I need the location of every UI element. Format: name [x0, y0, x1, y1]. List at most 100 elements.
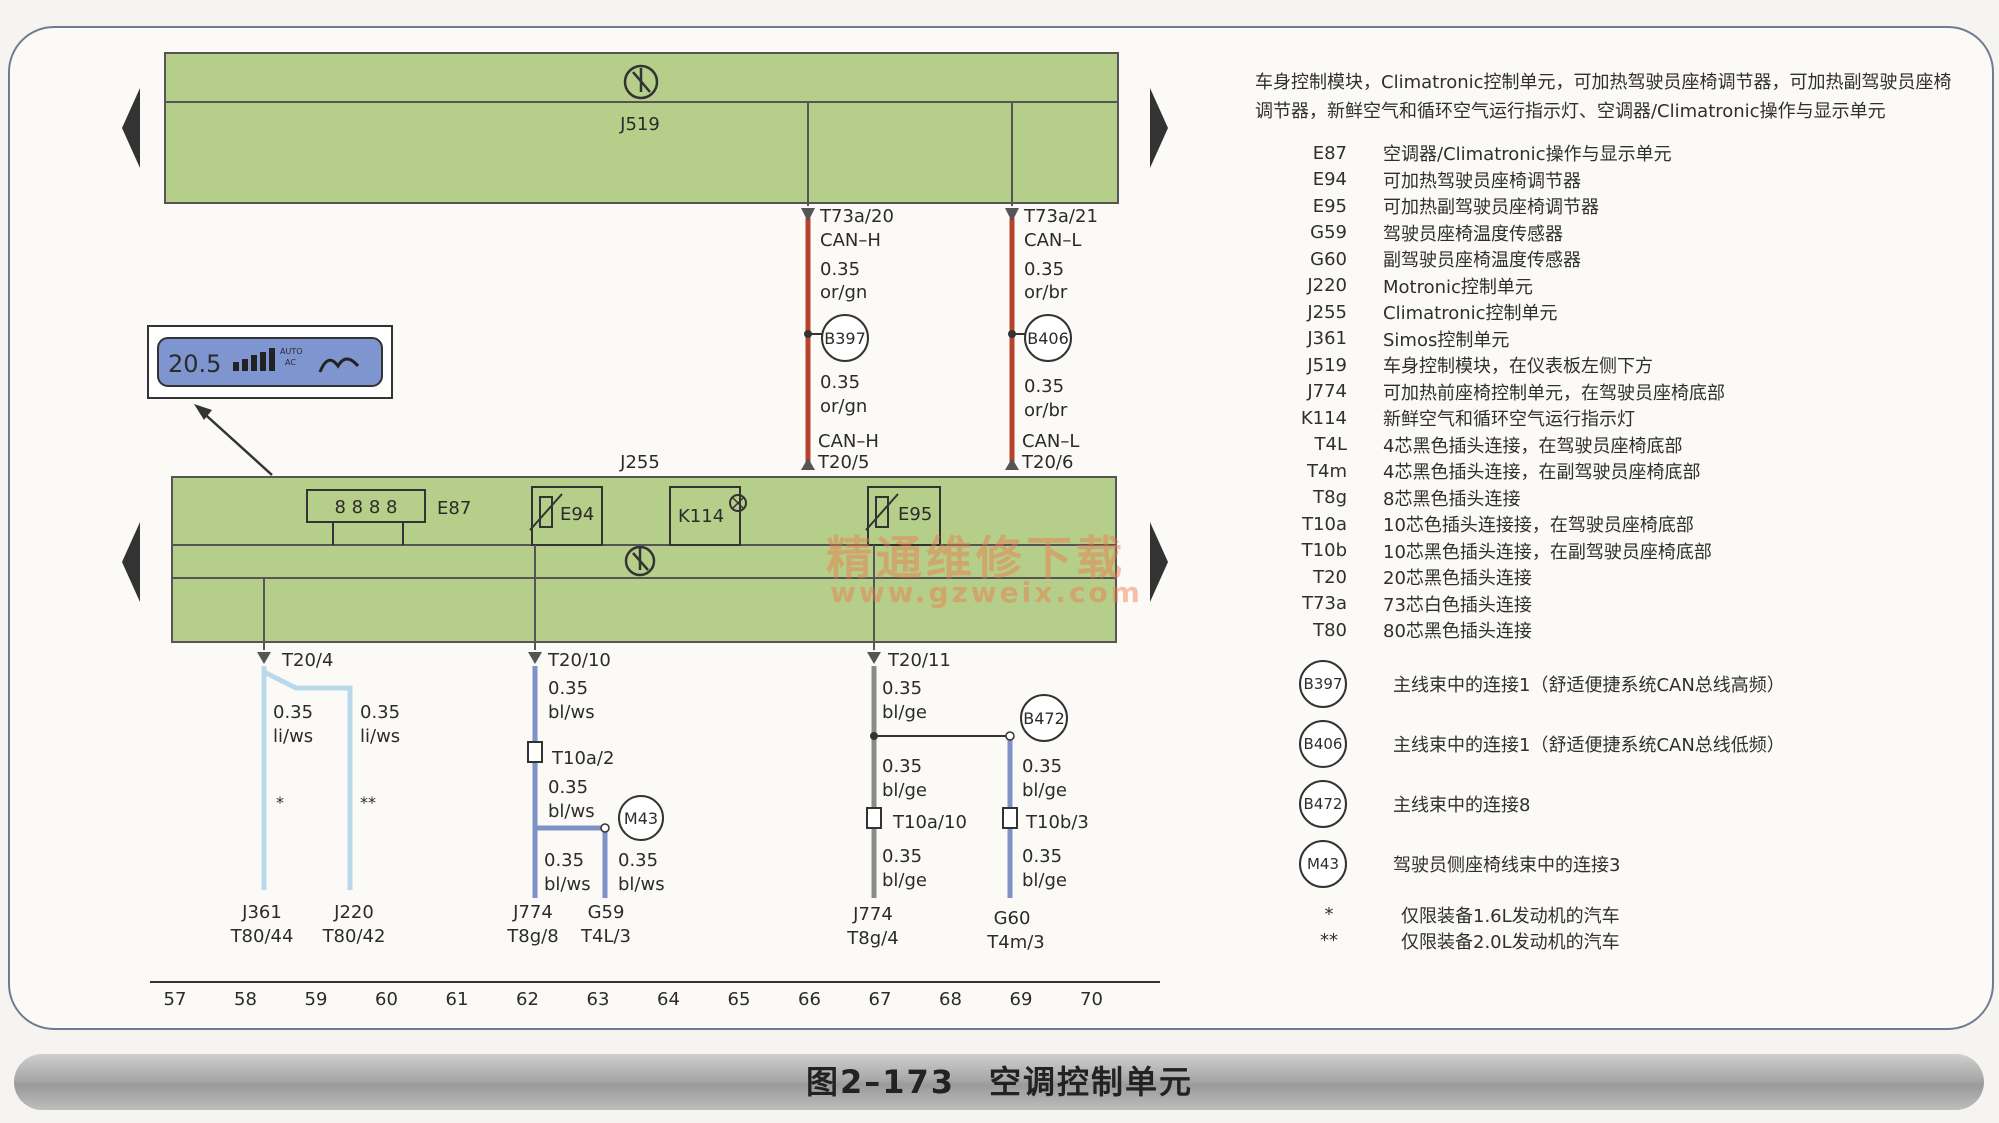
- e95-box: [867, 486, 941, 546]
- connector-t10b-3: T10b/3: [1025, 812, 1089, 833]
- climatronic-display: 20.5 AUTO AC: [147, 325, 393, 476]
- can-l-color-bottom: or/br: [1024, 400, 1068, 421]
- scale-label: 70: [1080, 989, 1103, 1010]
- legend-note-text: 仅限装备1.6L发动机的汽车: [1401, 905, 1620, 927]
- end-g59-pin: T4L/3: [580, 926, 631, 947]
- t20-11-color-4: bl/ge: [1022, 780, 1067, 801]
- end-g59: G59: [588, 902, 625, 923]
- end-j774-b-pin: T8g/4: [846, 928, 898, 949]
- module-j519-label: J519: [619, 114, 660, 135]
- scale-label: 62: [516, 989, 539, 1010]
- legend-item-text: 空调器/Climatronic操作与显示单元: [1383, 144, 1672, 166]
- scale-label: 61: [446, 989, 469, 1010]
- wire-can-l: B406 T73a/21 CAN–L 0.35 or/br 0.35 or/br…: [1005, 102, 1098, 473]
- end-g60: G60: [994, 908, 1031, 929]
- t20-4-gauge-b: 0.35: [360, 702, 400, 723]
- end-j361-pin: T80/44: [230, 926, 294, 947]
- legend-connection-code: B397: [1299, 659, 1347, 708]
- legend-connection-text: 主线束中的连接1（舒适便捷系统CAN总线低频）: [1393, 734, 1785, 756]
- t20-4-pin: T20/4: [281, 650, 333, 671]
- legend-connection-code: B472: [1299, 779, 1347, 828]
- ground-symbol-bottom-icon: [624, 545, 656, 577]
- legend: 车身控制模块，Climatronic控制单元，可加热驾驶员座椅调节器，可加热副驾…: [1255, 68, 1955, 954]
- legend-item-code: J361: [1307, 328, 1347, 350]
- end-j774-a: J774: [512, 902, 553, 923]
- legend-item: G60 副驾驶员座椅温度传感器: [1255, 246, 1955, 273]
- can-l-gauge-bottom: 0.35: [1024, 376, 1064, 397]
- scale-label: 67: [869, 989, 892, 1010]
- legend-connection: B472 主线束中的连接8: [1255, 774, 1955, 834]
- can-l-gauge-top: 0.35: [1024, 259, 1064, 280]
- can-h-pin-top: T73a/20: [819, 206, 894, 227]
- end-j220-pin: T80/42: [322, 926, 386, 947]
- legend-item-code: T4m: [1307, 460, 1347, 482]
- legend-item-text: 8芯黑色插头连接: [1383, 488, 1521, 510]
- e95-label: E95: [898, 504, 932, 525]
- can-h-signal-top: CAN–H: [820, 230, 881, 251]
- legend-connection-text: 主线束中的连接8: [1393, 794, 1531, 816]
- connector-t10a-2: T10a/2: [551, 748, 614, 769]
- fan-bars-icon: [269, 348, 275, 371]
- scale-label: 64: [657, 989, 680, 1010]
- legend-note-mark: *: [1324, 904, 1334, 925]
- can-l-pin-top: T73a/21: [1023, 206, 1098, 227]
- ground-symbol-icon: [623, 64, 659, 100]
- t20-11-color-1: bl/ge: [882, 702, 927, 723]
- legend-item-text: 可加热副驾驶员座椅调节器: [1383, 197, 1599, 219]
- t20-11-gauge-5: 0.35: [1022, 846, 1062, 867]
- legend-item-code: G59: [1310, 222, 1347, 244]
- legend-connection-text: 主线束中的连接1（舒适便捷系统CAN总线高频）: [1393, 674, 1785, 696]
- legend-item-code: E95: [1312, 195, 1347, 217]
- legend-item: G59 驾驶员座椅温度传感器: [1255, 220, 1955, 247]
- legend-item-text: 副驾驶员座椅温度传感器: [1383, 250, 1581, 272]
- legend-item-code: T8g: [1313, 487, 1347, 509]
- wire-can-h: B397 T73a/20 CAN–H 0.35 or/gn 0.35 or/gn…: [801, 102, 894, 473]
- legend-item-code: E94: [1312, 169, 1347, 191]
- t20-10-pin: T20/10: [547, 650, 611, 671]
- scale-label: 59: [305, 989, 328, 1010]
- watermark-url: www.gzweix.com: [830, 576, 1143, 609]
- legend-item: E95 可加热副驾驶员座椅调节器: [1255, 193, 1955, 220]
- scale-label: 69: [1010, 989, 1033, 1010]
- legend-note: * 仅限装备1.6L发动机的汽车: [1255, 902, 1955, 928]
- scale-label: 63: [587, 989, 610, 1010]
- e94-box: [531, 486, 603, 546]
- legend-notes: *仅限装备1.6L发动机的汽车**仅限装备2.0L发动机的汽车: [1255, 902, 1955, 954]
- can-l-signal-top: CAN–L: [1024, 230, 1081, 251]
- legend-item-code: E87: [1312, 142, 1347, 164]
- legend-item-text: 10芯黑色插头连接，在副驾驶员座椅底部: [1383, 541, 1712, 563]
- right-arrow-top-icon: [1150, 88, 1168, 168]
- t20-4-color-a: li/ws: [273, 726, 313, 747]
- can-h-gauge-bottom: 0.35: [820, 372, 860, 393]
- t20-10-color-2: bl/ws: [548, 801, 595, 822]
- legend-item-text: 驾驶员座椅温度传感器: [1383, 223, 1563, 245]
- t20-10-gauge-1: 0.35: [548, 678, 588, 699]
- legend-item-text: 10芯色插头连接接，在驾驶员座椅底部: [1383, 515, 1694, 537]
- can-l-signal-bottom: CAN–L: [1022, 431, 1079, 452]
- legend-item-text: Motronic控制单元: [1383, 276, 1533, 298]
- legend-item-code: J774: [1307, 381, 1347, 403]
- legend-note-mark: **: [1320, 930, 1338, 951]
- t20-11-color-2: bl/ge: [882, 780, 927, 801]
- can-h-color-top: or/gn: [820, 282, 867, 303]
- legend-connection-text: 驾驶员侧座椅线束中的连接3: [1393, 854, 1621, 876]
- legend-item-code: J220: [1307, 275, 1347, 297]
- end-j361: J361: [241, 902, 282, 923]
- t20-11-gauge-4: 0.35: [1022, 756, 1062, 777]
- legend-item-code: T20: [1313, 566, 1347, 588]
- t20-11-gauge-3: 0.35: [882, 846, 922, 867]
- legend-item-code: J255: [1307, 301, 1347, 323]
- legend-item-code: T73a: [1302, 593, 1347, 615]
- can-l-pin-bottom: T20/6: [1021, 452, 1073, 473]
- legend-item-code: G60: [1310, 248, 1347, 270]
- scale-label: 60: [375, 989, 398, 1010]
